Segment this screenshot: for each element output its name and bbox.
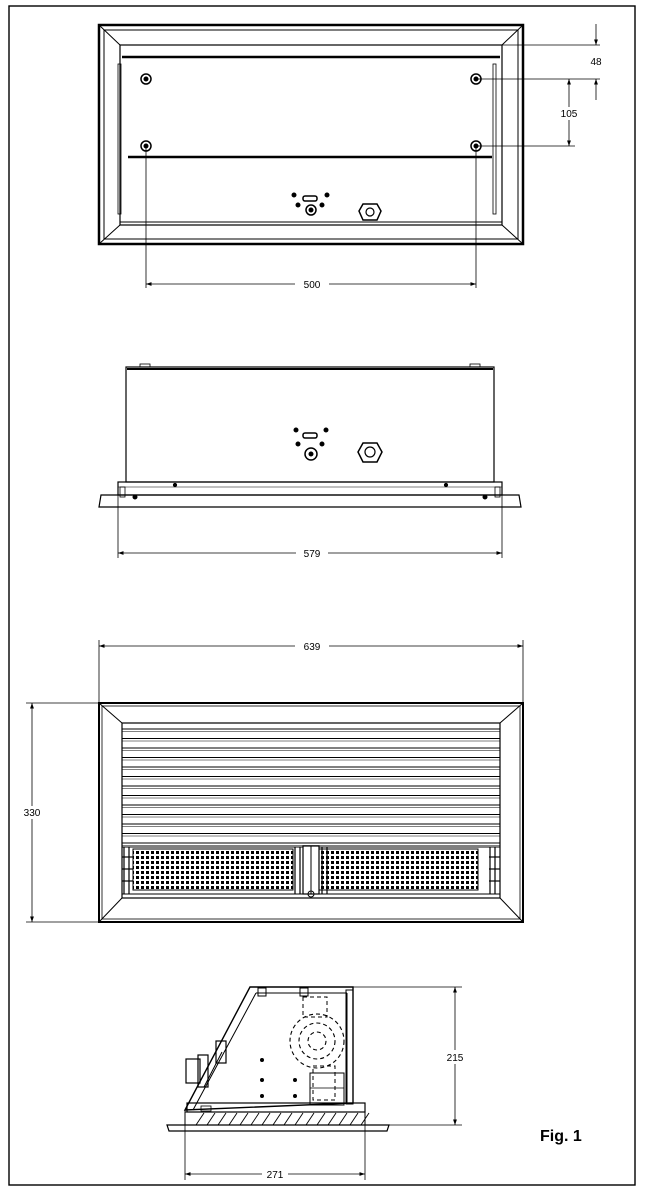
rear-frame-inner [103, 29, 519, 240]
louvre-slats [122, 728, 500, 846]
dim-label-579: 579 [304, 549, 321, 560]
dim-label-271: 271 [267, 1170, 284, 1181]
dim-label-330: 330 [24, 808, 41, 819]
rear-housing [119, 44, 503, 226]
side-housing [183, 986, 354, 1111]
perforated-grille-left [132, 848, 294, 891]
cable-gland [358, 203, 382, 221]
cable-gland [357, 442, 383, 463]
side-view [166, 986, 390, 1132]
top-view [98, 363, 522, 508]
connector-cluster [293, 427, 329, 461]
mounting-hole [140, 73, 152, 85]
fan-impeller [289, 996, 345, 1101]
dim-label-215: 215 [447, 1053, 464, 1064]
dim-label-48: 48 [590, 57, 602, 68]
side-dimensions [184, 986, 462, 1180]
front-frame-outer [98, 702, 524, 923]
top-housing [125, 366, 495, 483]
figure-caption: Fig. 1 [540, 1128, 582, 1145]
hinge-bracket [185, 1040, 227, 1088]
perforated-grille-right [317, 848, 479, 891]
rear-view [97, 23, 525, 246]
dim-label-639: 639 [304, 642, 321, 653]
front-view [98, 702, 524, 923]
rear-frame-outer [97, 23, 525, 246]
dim-label-500: 500 [304, 280, 321, 291]
dim-label-105: 105 [561, 109, 578, 120]
connector-cluster [291, 192, 330, 216]
sheet-border [8, 5, 636, 1186]
